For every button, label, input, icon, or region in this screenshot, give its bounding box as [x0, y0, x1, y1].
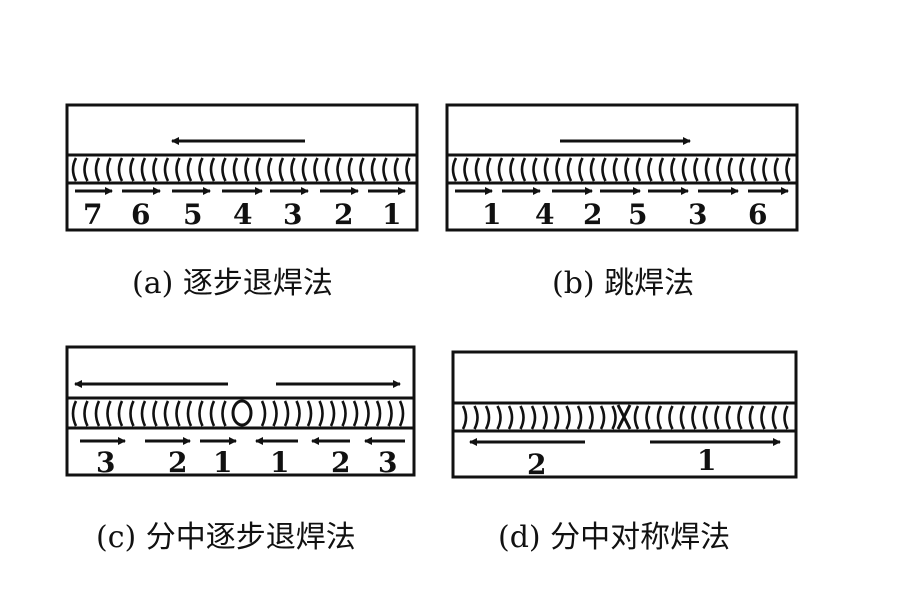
panel-a-frame	[65, 103, 419, 232]
panel-c-weld-ripples-left	[71, 400, 227, 427]
panel-a-seq-5: 3	[283, 198, 302, 231]
panel-c-seq-2: 2	[168, 446, 187, 479]
panel-b: 1 4 2 5 3 6	[445, 103, 799, 232]
panel-c-seq-3: 1	[213, 446, 232, 479]
panel-c-seq-1: 3	[96, 446, 115, 479]
panel-b-seq-1: 1	[482, 198, 501, 231]
panel-d-seq-1: 2	[527, 448, 546, 481]
panel-a-seq-7: 1	[382, 198, 401, 231]
panel-a-seq-3: 5	[183, 198, 202, 231]
panel-a-weld-ripples	[71, 157, 411, 182]
panel-d-center-cross	[616, 404, 632, 430]
panel-b-seq-4: 5	[628, 198, 647, 231]
panel-c: 3 2 1 1 2 3	[65, 345, 416, 479]
panel-d: 2 1	[451, 350, 798, 481]
panel-b-weld-ripples	[451, 157, 791, 182]
panel-b-seq-6: 6	[748, 198, 767, 231]
panel-a-seq-4: 4	[233, 198, 252, 231]
panel-c-center-ripple	[231, 399, 253, 427]
panel-a-seq-1: 7	[83, 198, 102, 231]
caption-b: (b) 跳焊法	[552, 266, 695, 301]
caption-d: (d) 分中对称焊法	[498, 520, 731, 555]
panel-a-seq-2: 6	[131, 198, 150, 231]
panel-b-seq-2: 4	[535, 198, 554, 231]
panel-b-seq-5: 3	[688, 198, 707, 231]
panel-c-frame	[65, 345, 416, 477]
panel-a-seq-6: 2	[334, 198, 353, 231]
panel-d-seq-2: 1	[697, 444, 716, 477]
panel-a: 7 6 5 4 3 2 1	[65, 103, 419, 232]
caption-c: (c) 分中逐步退焊法	[96, 520, 356, 555]
panel-c-seq-5: 2	[331, 446, 350, 479]
panel-d-weld-ripples-right	[633, 405, 789, 430]
panel-c-weld-ripples-right	[260, 400, 405, 427]
panel-d-frame	[451, 350, 798, 479]
panel-c-seq-6: 3	[378, 446, 397, 479]
panel-b-seq-3: 2	[583, 198, 602, 231]
caption-a: (a) 逐步退焊法	[132, 266, 333, 301]
panel-b-frame	[445, 103, 799, 232]
panel-c-seq-4: 1	[270, 446, 289, 479]
panel-d-weld-ripples-left	[461, 405, 617, 430]
